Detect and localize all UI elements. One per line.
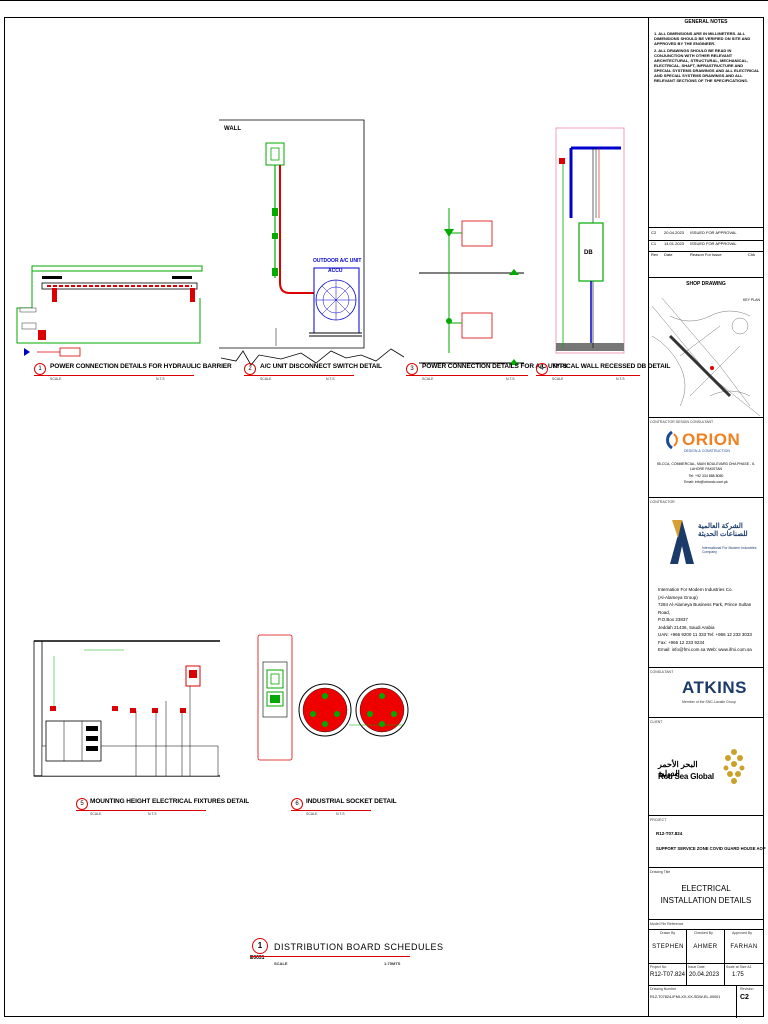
db-schedule-sheet: E0031 [250, 955, 265, 961]
detail-4-drawing [555, 127, 625, 354]
ifmi-logo-icon [670, 520, 694, 564]
red-sea-global-emblem [723, 749, 745, 784]
meta-section: Project No Issue Date Scale at Size A1 R… [648, 963, 764, 986]
drawing-title-line-1: ELECTRICAL [681, 884, 731, 893]
detail-5-title: MOUNTING HEIGHT ELECTRICAL FIXTURES DETA… [90, 798, 250, 805]
detail-1-drawing [16, 265, 203, 357]
design-consultant-section: CONTRACTOR DESIGN CONSULTANT ORION DESIG… [648, 417, 764, 497]
client-section: CLIENT البحر الأحمر الدولية Red Sea Glob… [648, 717, 764, 815]
general-notes-item-1: 1. ALL DIMENSIONS ARE IN MILLIMETERS. AL… [654, 31, 751, 46]
drawn-by: STEPHEN [652, 944, 684, 950]
db-schedule-number: 1 [252, 938, 268, 954]
checked-by: AHMER [693, 944, 718, 950]
drawing-scale: 1:75 [732, 972, 744, 978]
titleblock-divider [648, 17, 649, 1017]
shop-drawing-label: SHOP DRAWING [686, 281, 726, 287]
revision-code: C2 [740, 994, 749, 1001]
detail-2-title: A/C UNIT DISCONNECT SWITCH DETAIL [260, 363, 382, 370]
drawing-number: R12-T07824-IFMI-XX-XX-SDW-EL-00001 [650, 995, 721, 999]
detail-1-title: POWER CONNECTION DETAILS FOR HYDRAULIC B… [50, 363, 232, 370]
detail-3-drawing [419, 208, 524, 365]
db-schedule-title: DISTRIBUTION BOARD SCHEDULES [274, 942, 444, 952]
general-notes-title: GENERAL NOTES [684, 19, 728, 25]
sheet-border [4, 17, 764, 1017]
db-label: DB [584, 250, 593, 256]
revision-header: Rev Date Reason For Issue Chk [651, 252, 756, 257]
top-border [0, 0, 768, 1]
general-notes: GENERAL NOTES 1. ALL DIMENSIONS ARE IN M… [648, 17, 764, 227]
drawing-area: WALL OUTDOOR A/C UNIT ACCU [6, 18, 670, 1016]
project-number: R12-T07.824 [650, 972, 686, 978]
key-plan-label: KEY PLAN [742, 298, 760, 302]
title-block: GENERAL NOTES 1. ALL DIMENSIONS ARE IN M… [648, 17, 766, 1018]
model-reference: Model File Reference [648, 919, 764, 929]
project-section: PROJECT R12-T07.824 SUPPORT SERVICE ZONE… [648, 815, 766, 867]
detail-6-title: INDUSTRIAL SOCKET DETAIL [306, 798, 397, 805]
outdoor-unit-label: OUTDOOR A/C UNIT [313, 258, 362, 264]
ifmi-logo-ar: الشركة العالمية للصناعات الحديثة [698, 523, 748, 538]
drawing-number-section: Drawing Number Revision R12-T07824-IFMI-… [648, 985, 764, 1018]
detail-4-title: TYPICAL WALL RECESSED DB DETAIL [552, 363, 671, 370]
ifmi-logo-en: International For Modern Industries Comp… [702, 546, 757, 554]
detail-3-title: POWER CONNECTION DETAILS FOR A/C UNITS [422, 363, 567, 370]
atkins-logo: ATKINS [682, 678, 748, 697]
issue-date: 20.04.2023 [689, 972, 720, 978]
detail-2-drawing: WALL [219, 119, 365, 349]
drawing-title-section: Drawing Title ELECTRICAL INSTALLATION DE… [648, 867, 764, 919]
revision-row: C2 20.04.2023 ISSUED FOR APPROVAL [648, 230, 764, 241]
project-name: SUPPORT SERVICE ZONE COVID GUARD HOUSE A… [656, 846, 766, 851]
drawing-title-line-2: INSTALLATION DETAILS [660, 896, 752, 905]
accu-label: ACCU [328, 268, 343, 274]
wall-label: WALL [224, 126, 241, 132]
revision-table: C2 20.04.2023 ISSUED FOR APPROVAL C1 14.… [648, 227, 764, 267]
detail-6-drawing [257, 634, 409, 761]
contractor-section: CONTRACTOR الشركة العالمية للصناعات الحد… [648, 497, 764, 667]
approved-by: FARHAN [730, 944, 758, 950]
detail-5-drawing [33, 640, 220, 777]
project-code: R12-T07.824 [656, 831, 683, 836]
break-line [220, 348, 405, 366]
contractor-address: Internation For Modern Industries Co. (A… [658, 587, 752, 652]
general-notes-item-2: 2. ALL DRAWINGS SHOULD BE READ IN CONJUN… [654, 48, 760, 83]
key-plan-section: SHOP DRAWING KEY PLAN [648, 277, 764, 417]
consultant-section: CONSULTANT ATKINS Member of the SNC-Lava… [648, 667, 764, 717]
orion-logo-icon [666, 430, 678, 450]
signoff-section: Drawn By Checked By Approved By STEPHEN … [648, 929, 764, 964]
key-plan-map [651, 297, 761, 417]
revision-row: C1 14.01.2023 ISSUED FOR APPROVAL [648, 241, 764, 252]
